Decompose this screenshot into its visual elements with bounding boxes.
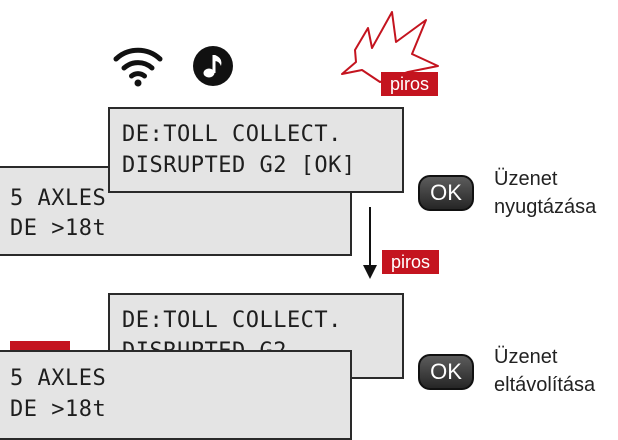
arrow-down-icon [363, 207, 377, 279]
music-note-icon [193, 46, 233, 86]
status-line-2: DE >18t [10, 397, 107, 422]
message-line-2: DISRUPTED G2 [OK] [122, 153, 356, 178]
ok-button[interactable]: OK [418, 354, 474, 390]
arrow-red-label: piros [382, 250, 440, 274]
caption-line-1: Üzenet [494, 346, 558, 368]
burst-red-label: piros [381, 72, 439, 96]
status-line-1: 5 AXLES [10, 186, 107, 211]
status-display-2: 5 AXLES DE >18t [0, 350, 352, 440]
wifi-icon [113, 47, 163, 87]
caption-remove: Üzenet eltávolítása [494, 343, 595, 399]
caption-line-2: eltávolítása [494, 374, 596, 396]
caption-line-2: nyugtázása [494, 196, 597, 218]
message-line-1: DE:TOLL COLLECT. [122, 122, 342, 147]
burst-icon [341, 11, 439, 83]
ok-button[interactable]: OK [418, 175, 474, 211]
caption-acknowledge: Üzenet nyugtázása [494, 165, 596, 221]
message-popup-1: DE:TOLL COLLECT. DISRUPTED G2 [OK] [108, 107, 404, 193]
status-line-1: 5 AXLES [10, 366, 107, 391]
status-line-2: DE >18t [10, 216, 107, 241]
message-line-1: DE:TOLL COLLECT. [122, 308, 342, 333]
caption-line-1: Üzenet [494, 168, 558, 190]
